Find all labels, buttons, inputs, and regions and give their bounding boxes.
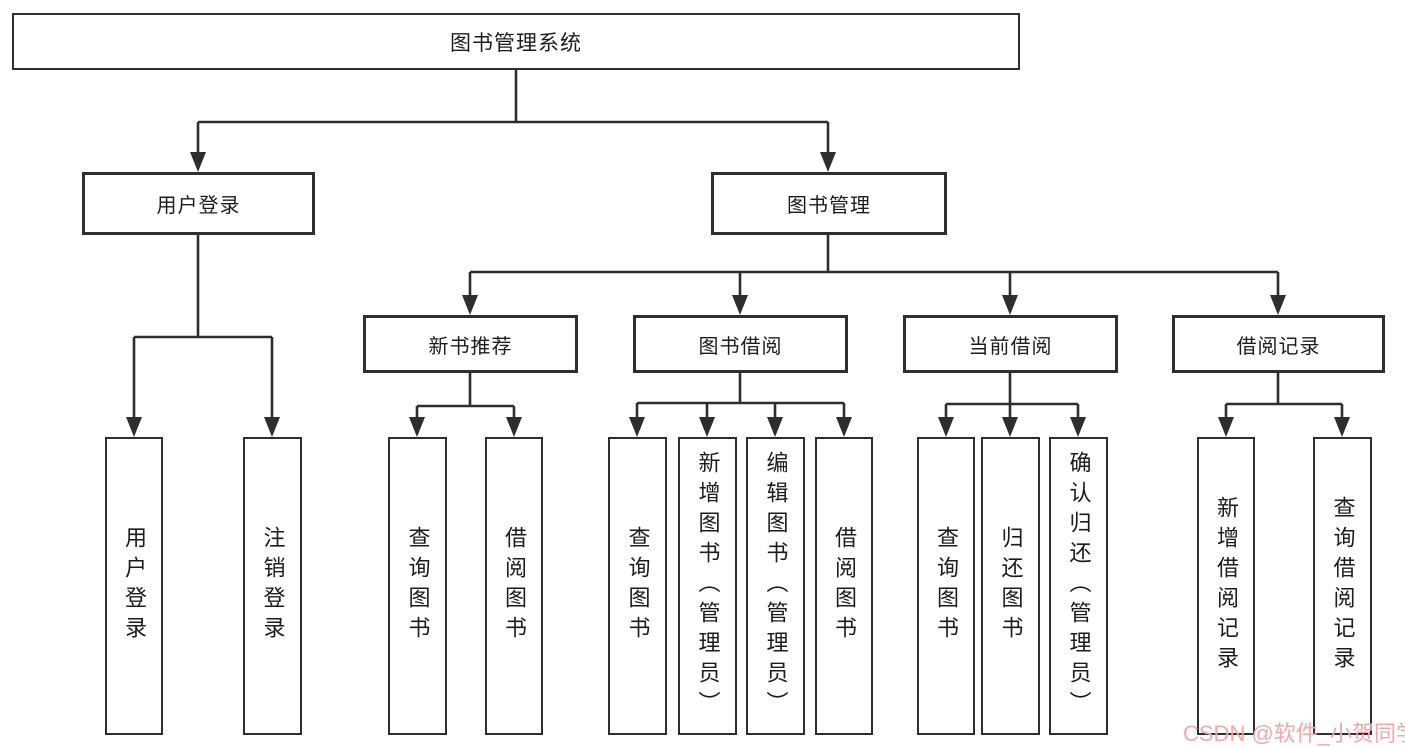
node-current-borrow: 当前借阅 — [903, 315, 1118, 373]
node-current-borrow-label: 当前借阅 — [968, 335, 1053, 358]
node-borrow-record-label: 借阅记录 — [1236, 335, 1321, 358]
node-cb-return-book-label: 归还图书 — [998, 526, 1024, 646]
node-br-query-record: 查询借阅记录 — [1313, 437, 1372, 735]
node-new-book-recommend: 新书推荐 — [363, 315, 578, 373]
node-root-label: 图书管理系统 — [450, 31, 582, 55]
node-user-login-action-label: 用户登录 — [122, 526, 147, 646]
node-logout-action-label: 注销登录 — [260, 526, 286, 646]
node-br-add-record-label: 新增借阅记录 — [1214, 496, 1239, 676]
node-new-book-recommend-label: 新书推荐 — [428, 335, 513, 358]
node-book-mgmt: 图书管理 — [711, 172, 947, 235]
node-bb-add-book-label: 新增图书（管理员） — [695, 451, 721, 721]
node-book-borrow: 图书借阅 — [633, 315, 848, 373]
node-bb-query-book-label: 查询图书 — [625, 526, 651, 646]
node-cb-confirm-return: 确认归还（管理员） — [1049, 437, 1108, 735]
node-nb-borrow-book-label: 借阅图书 — [502, 526, 527, 646]
node-user-login-action: 用户登录 — [105, 437, 163, 735]
node-bb-edit-book-label: 编辑图书（管理员） — [763, 451, 789, 721]
csdn-watermark: CSDN @软件_小贺同学 — [1183, 721, 1405, 746]
node-cb-query-book-label: 查询图书 — [934, 526, 959, 646]
node-book-borrow-label: 图书借阅 — [698, 335, 783, 358]
node-cb-return-book: 归还图书 — [981, 437, 1040, 735]
node-user-login-label: 用户登录 — [156, 195, 241, 217]
node-nb-query-book: 查询图书 — [388, 437, 447, 735]
node-bb-borrow-book: 借阅图书 — [815, 437, 873, 735]
node-logout-action: 注销登录 — [243, 437, 302, 735]
node-root: 图书管理系统 — [12, 13, 1020, 70]
node-bb-borrow-book-label: 借阅图书 — [832, 526, 857, 646]
node-br-add-record: 新增借阅记录 — [1197, 437, 1255, 735]
node-cb-query-book: 查询图书 — [917, 437, 975, 735]
node-bb-add-book: 新增图书（管理员） — [678, 437, 737, 735]
node-bb-edit-book: 编辑图书（管理员） — [746, 437, 805, 735]
node-br-query-record-label: 查询借阅记录 — [1330, 496, 1356, 676]
node-bb-query-book: 查询图书 — [608, 437, 667, 735]
node-cb-confirm-return-label: 确认归还（管理员） — [1066, 451, 1092, 721]
node-borrow-record: 借阅记录 — [1172, 315, 1385, 373]
node-nb-query-book-label: 查询图书 — [405, 526, 431, 646]
node-book-mgmt-label: 图书管理 — [787, 195, 871, 217]
node-user-login: 用户登录 — [82, 172, 315, 235]
node-nb-borrow-book: 借阅图书 — [485, 437, 543, 735]
